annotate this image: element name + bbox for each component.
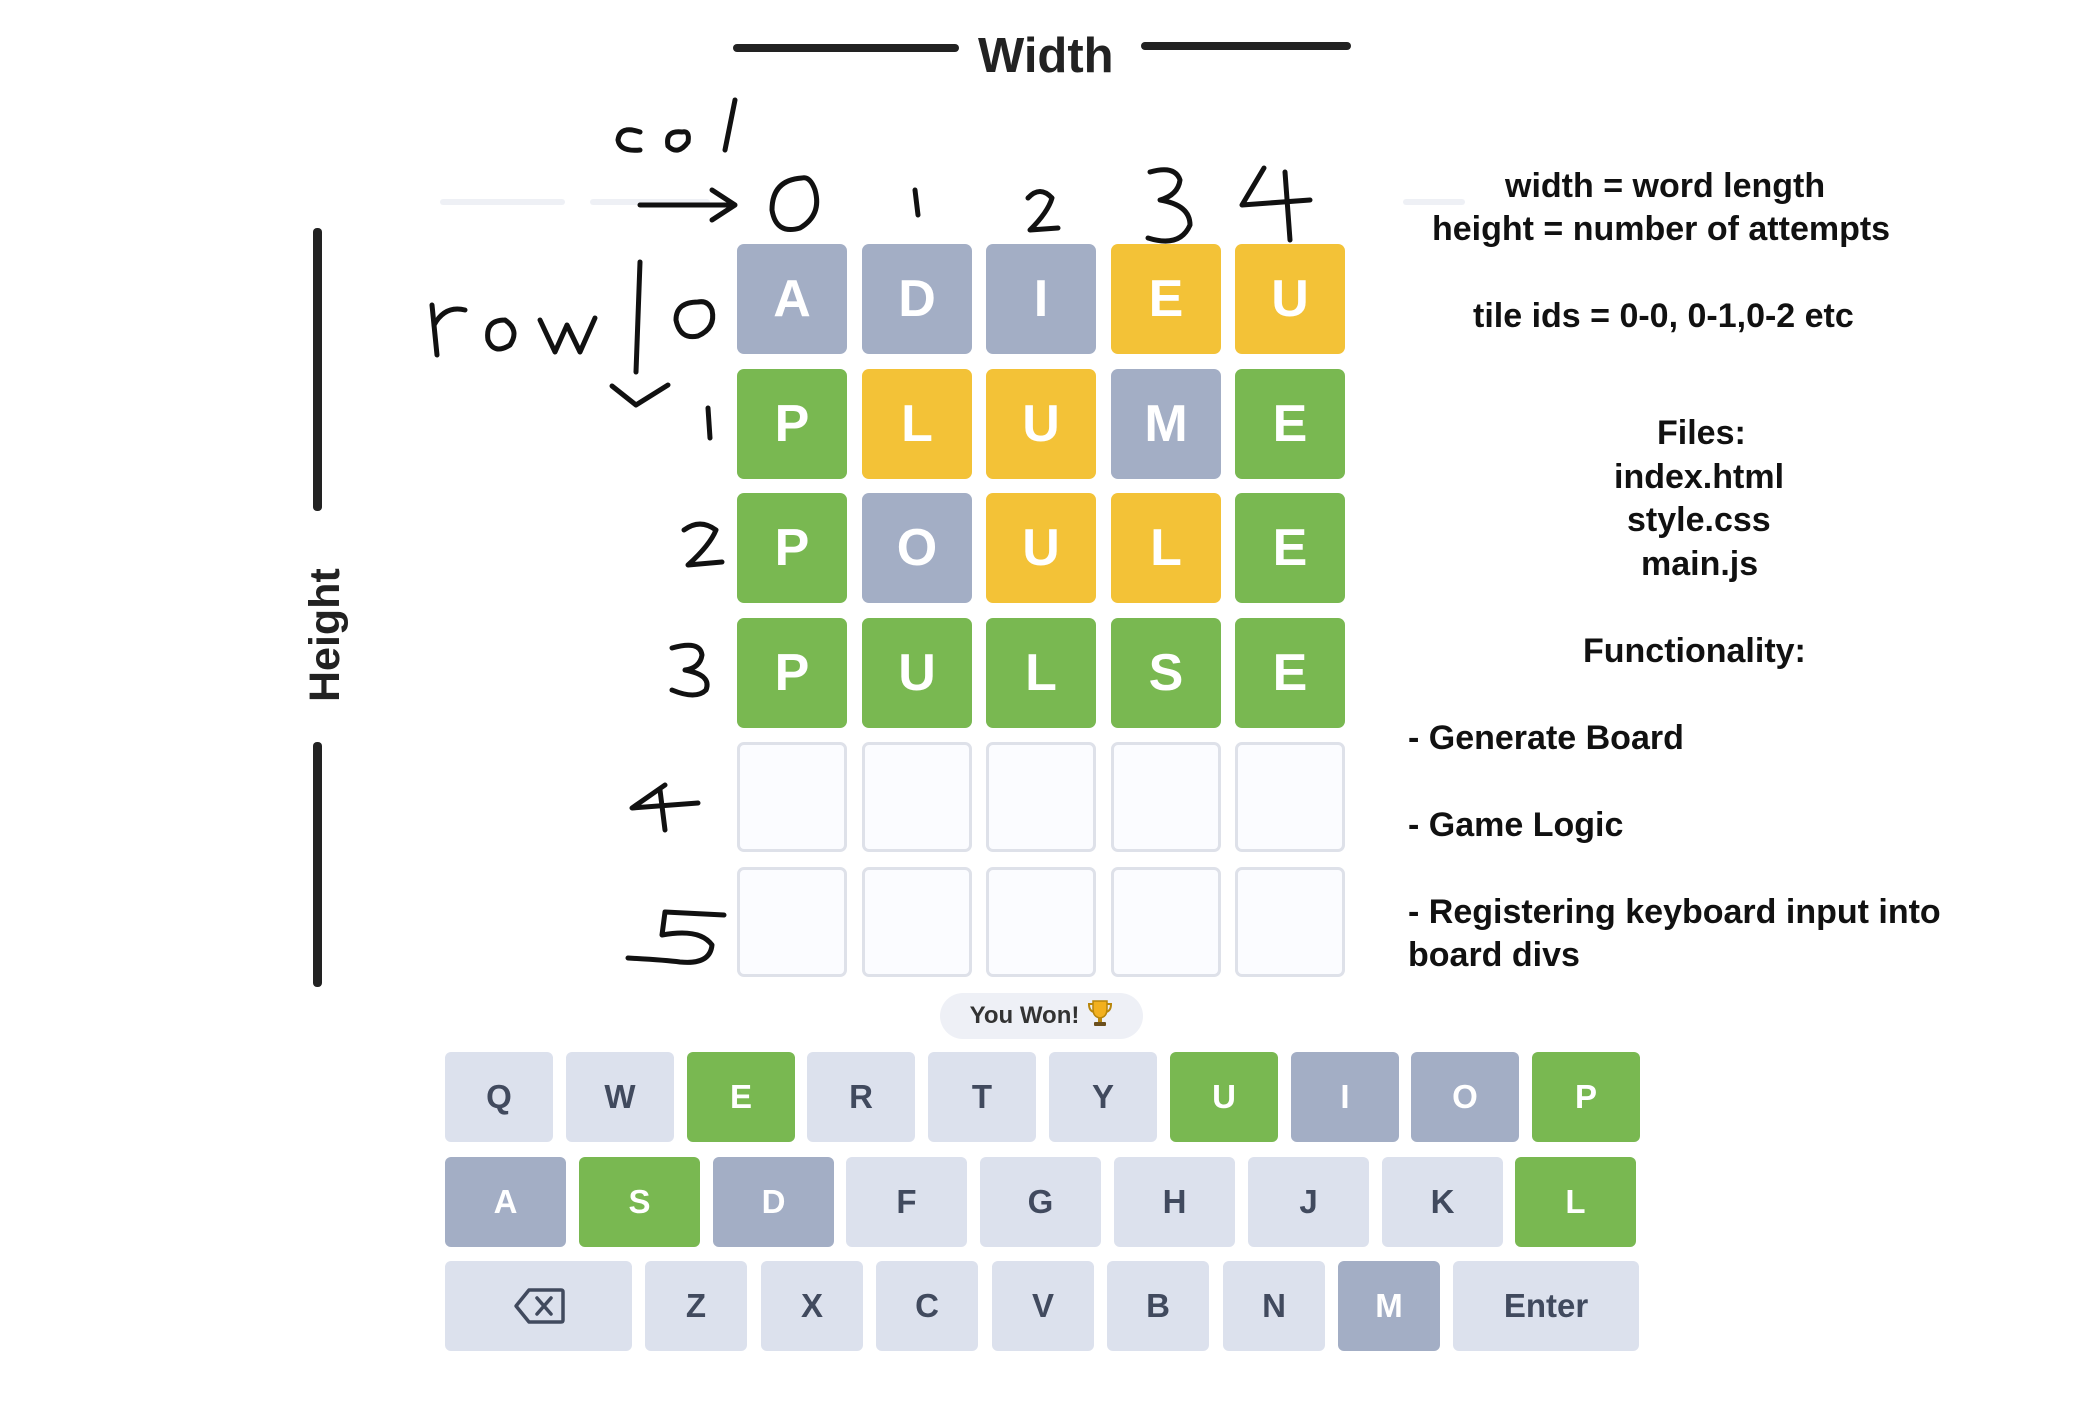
- key-r[interactable]: R: [807, 1052, 915, 1142]
- note-file-main: main.js: [1641, 545, 1759, 583]
- key-n[interactable]: N: [1223, 1261, 1325, 1351]
- tile-3-0: P: [737, 618, 847, 728]
- note-tile-ids: tile ids = 0-0, 0-1,0-2 etc: [1473, 297, 1854, 335]
- tile-5-0: [737, 867, 847, 977]
- handwritten-col-label: [615, 97, 738, 153]
- tile-0-3: E: [1111, 244, 1221, 354]
- key-s[interactable]: S: [579, 1157, 700, 1247]
- key-c[interactable]: C: [876, 1261, 978, 1351]
- key-m[interactable]: M: [1338, 1261, 1440, 1351]
- key-z[interactable]: Z: [645, 1261, 747, 1351]
- tile-2-2: U: [986, 493, 1096, 603]
- key-g[interactable]: G: [980, 1157, 1101, 1247]
- tile-0-1: D: [862, 244, 972, 354]
- win-toast: You Won!: [940, 993, 1143, 1039]
- tile-5-2: [986, 867, 1096, 977]
- note-func-board-divs: board divs: [1408, 936, 1580, 974]
- key-l[interactable]: L: [1515, 1157, 1636, 1247]
- tile-2-3: L: [1111, 493, 1221, 603]
- tile-2-4: E: [1235, 493, 1345, 603]
- enter-key[interactable]: Enter: [1453, 1261, 1639, 1351]
- tile-4-3: [1111, 742, 1221, 852]
- tile-3-2: L: [986, 618, 1096, 728]
- key-u[interactable]: U: [1170, 1052, 1278, 1142]
- note-file-index: index.html: [1614, 458, 1785, 496]
- key-v[interactable]: V: [992, 1261, 1094, 1351]
- note-height: height = number of attempts: [1432, 210, 1891, 248]
- tile-4-2: [986, 742, 1096, 852]
- note-func-game-logic: - Game Logic: [1408, 806, 1624, 844]
- tile-4-0: [737, 742, 847, 852]
- note-files-heading: Files:: [1657, 414, 1746, 452]
- key-x[interactable]: X: [761, 1261, 863, 1351]
- tile-3-3: S: [1111, 618, 1221, 728]
- tile-1-3: M: [1111, 369, 1221, 479]
- handwritten-row-numbers: [625, 299, 727, 965]
- key-i[interactable]: I: [1291, 1052, 1399, 1142]
- ghost-pill: [440, 199, 565, 205]
- key-a[interactable]: A: [445, 1157, 566, 1247]
- width-label: Width: [978, 29, 1114, 83]
- tile-5-4: [1235, 867, 1345, 977]
- handwritten-row-arrow: [609, 259, 671, 408]
- tile-3-4: E: [1235, 618, 1345, 728]
- key-w[interactable]: W: [566, 1052, 674, 1142]
- note-func-generate-board: - Generate Board: [1408, 719, 1684, 757]
- tile-1-2: U: [986, 369, 1096, 479]
- tile-0-0: A: [737, 244, 847, 354]
- ghost-pill: [590, 199, 710, 205]
- trophy-icon: [1087, 999, 1113, 1034]
- key-d[interactable]: D: [713, 1157, 834, 1247]
- note-functionality-heading: Functionality:: [1583, 632, 1806, 670]
- key-h[interactable]: H: [1114, 1157, 1235, 1247]
- backspace-key[interactable]: [445, 1261, 632, 1351]
- note-width: width = word length: [1505, 167, 1826, 205]
- key-j[interactable]: J: [1248, 1157, 1369, 1247]
- tile-2-1: O: [862, 493, 972, 603]
- key-f[interactable]: F: [846, 1157, 967, 1247]
- handwritten-row-label: [429, 302, 598, 358]
- key-p[interactable]: P: [1532, 1052, 1640, 1142]
- width-line-left: [733, 44, 959, 52]
- note-file-style: style.css: [1627, 501, 1771, 539]
- note-func-keyboard-input: - Registering keyboard input into: [1408, 893, 1941, 931]
- key-k[interactable]: K: [1382, 1157, 1503, 1247]
- win-toast-text: You Won!: [969, 1002, 1080, 1029]
- tile-3-1: U: [862, 618, 972, 728]
- key-b[interactable]: B: [1107, 1261, 1209, 1351]
- height-line-bottom: [313, 742, 322, 987]
- tile-1-1: L: [862, 369, 972, 479]
- width-line-right: [1141, 42, 1351, 50]
- key-q[interactable]: Q: [445, 1052, 553, 1142]
- height-line-top: [313, 228, 322, 511]
- handwritten-col-numbers: [769, 165, 1313, 244]
- ghost-pill: [1403, 199, 1465, 205]
- tile-5-1: [862, 867, 972, 977]
- key-y[interactable]: Y: [1049, 1052, 1157, 1142]
- tile-0-2: I: [986, 244, 1096, 354]
- handwritten-col-arrow: [637, 187, 738, 223]
- tile-4-1: [862, 742, 972, 852]
- tile-4-4: [1235, 742, 1345, 852]
- tile-1-0: P: [737, 369, 847, 479]
- key-t[interactable]: T: [928, 1052, 1036, 1142]
- tile-5-3: [1111, 867, 1221, 977]
- backspace-icon: [513, 1287, 565, 1325]
- key-e[interactable]: E: [687, 1052, 795, 1142]
- tile-0-4: U: [1235, 244, 1345, 354]
- tile-2-0: P: [737, 493, 847, 603]
- tile-1-4: E: [1235, 369, 1345, 479]
- key-o[interactable]: O: [1411, 1052, 1519, 1142]
